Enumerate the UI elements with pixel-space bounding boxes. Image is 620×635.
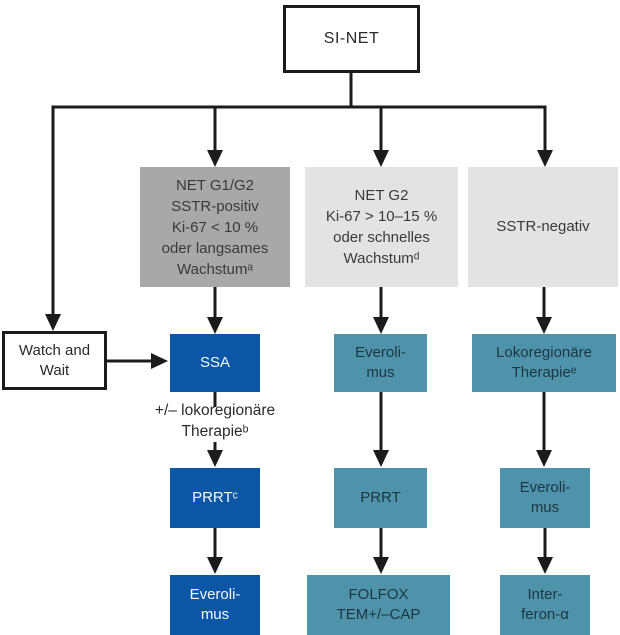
arrowhead-note-to-prrt [207, 450, 223, 467]
node-col2-folfox: FOLFOX TEM+/–CAP [307, 575, 450, 635]
node-col1-prrt: PRRTᶜ [170, 468, 260, 528]
arrowhead-col2-step3 [373, 557, 389, 574]
arrowhead-col3-condition [537, 150, 553, 167]
arrowhead-col3-step1 [536, 317, 552, 334]
node-col3-everolimus: Everoli- mus [500, 468, 590, 528]
arrowhead-watch-and-wait [45, 314, 61, 331]
arrowhead-col3-step2 [536, 450, 552, 467]
node-col3-condition: SSTR-negativ [468, 167, 618, 287]
arrowhead-col2-step2 [373, 450, 389, 467]
node-col3-interferon: Inter- feron-α [500, 575, 590, 635]
note-lokoregionaere-therapie: +/– lokoregionäre Therapieᵇ [154, 402, 276, 440]
arrowhead-col2-step1 [373, 317, 389, 334]
node-col1-everolimus: Everoli- mus [170, 575, 260, 635]
arrowhead-col1-condition [207, 150, 223, 167]
node-col1-ssa: SSA [170, 334, 260, 392]
node-col2-everolimus: Everoli- mus [334, 334, 427, 392]
arrowhead-col1-step3 [207, 557, 223, 574]
node-watch-and-wait: Watch and Wait [2, 331, 107, 390]
arrowhead-col1-step1 [207, 317, 223, 334]
arrowhead-col2-condition [373, 150, 389, 167]
arrowhead-watch-to-ssa [151, 353, 168, 369]
node-col2-prrt: PRRT [334, 468, 427, 528]
arrowhead-col3-step3 [537, 557, 553, 574]
node-col1-condition: NET G1/G2 SSTR-positiv Ki-67 < 10 % oder… [140, 167, 290, 287]
node-col2-condition: NET G2 Ki-67 > 10–15 % oder schnelles Wa… [305, 167, 458, 287]
node-si-net: SI-NET [283, 5, 420, 73]
node-col3-lokoregionaere-therapie: Lokoregionäre Therapieᵉ [472, 334, 616, 392]
